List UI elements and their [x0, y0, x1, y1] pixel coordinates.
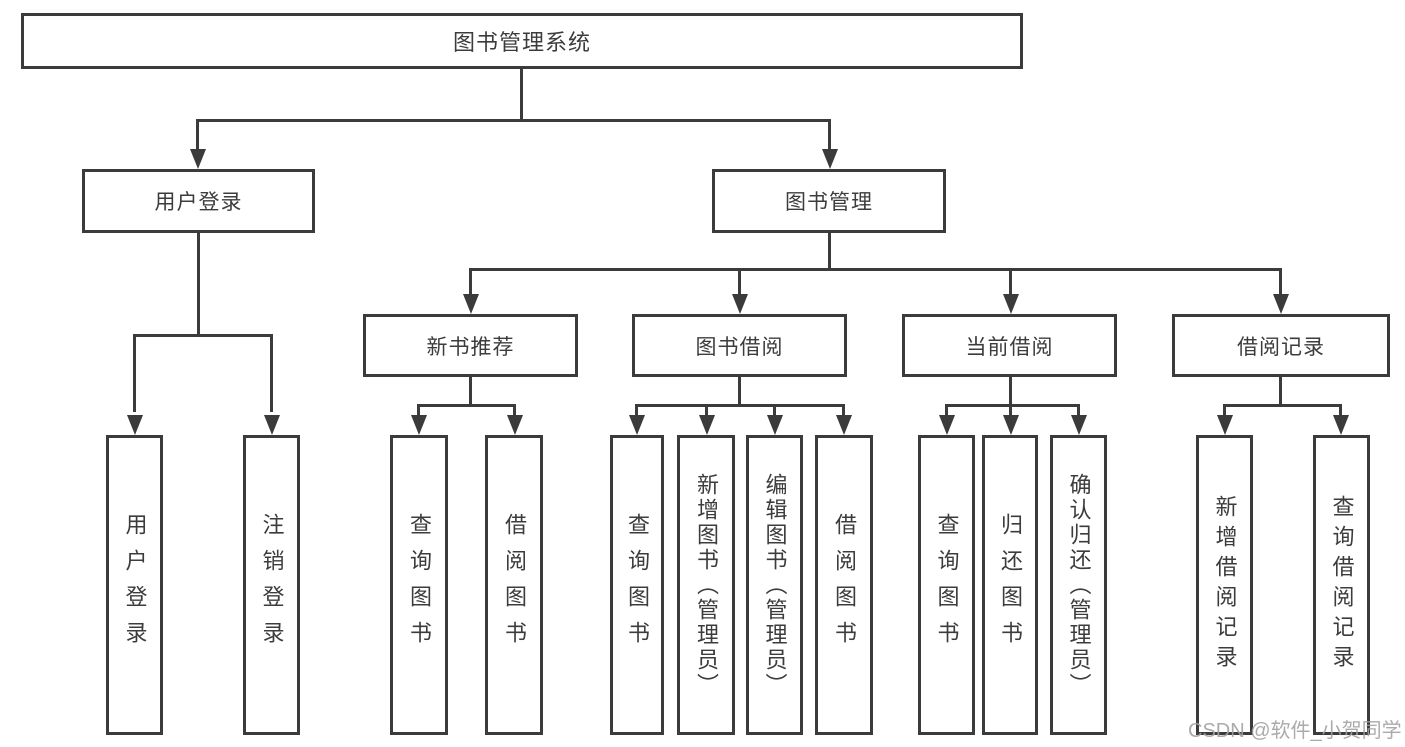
- connector-line: [133, 334, 136, 412]
- connector-line: [417, 404, 420, 417]
- leaf-query-books-recommend: 查询图书: [390, 435, 448, 735]
- arrowhead-down-icon: [732, 294, 748, 314]
- arrowhead-down-icon: [1273, 294, 1289, 314]
- connector-line: [417, 404, 515, 407]
- connector-line: [1223, 404, 1226, 417]
- leaf-edit-books-admin: 编辑图书（管理员）: [746, 435, 803, 735]
- leaf-query-books-current: 查询图书: [918, 435, 975, 735]
- connector-line: [828, 233, 831, 271]
- arrowhead-down-icon: [264, 415, 280, 435]
- connector-line: [828, 119, 831, 152]
- connector-line: [1339, 404, 1342, 417]
- arrowhead-down-icon: [127, 415, 143, 435]
- node-current-borrowing: 当前借阅: [902, 314, 1117, 377]
- arrowhead-down-icon: [822, 149, 838, 169]
- connector-line: [773, 404, 776, 417]
- connector-line: [513, 404, 516, 417]
- arrowhead-down-icon: [699, 415, 715, 435]
- leaf-return-books: 归还图书: [982, 435, 1038, 735]
- leaf-confirm-return-admin: 确认归还（管理员）: [1050, 435, 1107, 735]
- connector-line: [1009, 404, 1012, 417]
- connector-line: [1077, 404, 1080, 417]
- connector-line: [705, 404, 708, 417]
- leaf-query-borrow-record: 查询借阅记录: [1313, 435, 1370, 735]
- csdn-watermark: CSDN @软件_小贺同学: [1188, 720, 1402, 742]
- connector-line: [1279, 377, 1282, 407]
- leaf-borrow-books: 借阅图书: [815, 435, 873, 735]
- arrowhead-down-icon: [767, 415, 783, 435]
- connector-line: [738, 268, 741, 296]
- connector-line: [635, 404, 844, 407]
- arrowhead-down-icon: [1217, 415, 1233, 435]
- leaf-borrow-books-recommend: 借阅图书: [485, 435, 543, 735]
- arrowhead-down-icon: [507, 415, 523, 435]
- connector-line: [197, 233, 200, 336]
- leaf-query-books-borrowing: 查询图书: [610, 435, 664, 735]
- arrowhead-down-icon: [836, 415, 852, 435]
- arrowhead-down-icon: [463, 294, 479, 314]
- arrowhead-down-icon: [190, 149, 206, 169]
- connector-line: [1223, 404, 1341, 407]
- connector-line: [469, 268, 1282, 271]
- connector-line: [1009, 268, 1012, 296]
- connector-line: [196, 119, 199, 152]
- arrowhead-down-icon: [411, 415, 427, 435]
- node-new-book-recommendation: 新书推荐: [363, 314, 578, 377]
- arrowhead-down-icon: [939, 415, 955, 435]
- leaf-add-books-admin: 新增图书（管理员）: [677, 435, 735, 735]
- leaf-user-login: 用户登录: [106, 435, 163, 735]
- arrowhead-down-icon: [1071, 415, 1087, 435]
- leaf-add-borrow-record: 新增借阅记录: [1196, 435, 1253, 735]
- arrowhead-down-icon: [629, 415, 645, 435]
- arrowhead-down-icon: [1333, 415, 1349, 435]
- node-book-management: 图书管理: [712, 169, 946, 233]
- connector-line: [270, 334, 273, 412]
- connector-line: [520, 69, 523, 122]
- node-book-borrowing: 图书借阅: [632, 314, 847, 377]
- node-library-management-system: 图书管理系统: [21, 13, 1023, 69]
- leaf-logout: 注销登录: [243, 435, 300, 735]
- connector-line: [197, 119, 831, 122]
- connector-line: [469, 268, 472, 296]
- connector-line: [635, 404, 638, 417]
- connector-line: [469, 377, 472, 407]
- arrowhead-down-icon: [1003, 415, 1019, 435]
- node-user-login: 用户登录: [82, 169, 315, 233]
- connector-line: [945, 404, 948, 417]
- node-borrowing-records: 借阅记录: [1172, 314, 1390, 377]
- connector-line: [842, 404, 845, 417]
- connector-line: [1279, 268, 1282, 296]
- connector-line: [945, 404, 1080, 407]
- arrowhead-down-icon: [1003, 294, 1019, 314]
- connector-line: [133, 334, 272, 337]
- connector-line: [1009, 377, 1012, 407]
- connector-line: [738, 377, 741, 407]
